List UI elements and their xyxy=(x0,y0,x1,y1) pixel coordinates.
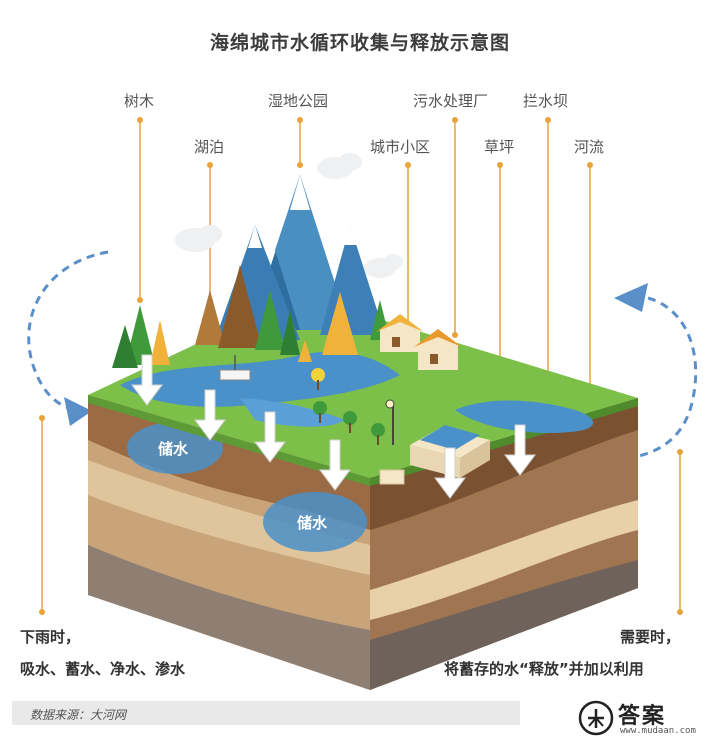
label-sewage-plant: 污水处理厂 xyxy=(413,92,489,110)
label-dam: 拦水坝 xyxy=(523,92,569,110)
label-river: 河流 xyxy=(574,138,605,156)
storage-pocket-2 xyxy=(263,492,367,552)
watermark-logo-icon xyxy=(578,700,614,736)
label-lake: 湖泊 xyxy=(194,138,225,156)
right-caption-line1: 需要时， xyxy=(620,628,681,646)
soil-right-sand xyxy=(370,500,638,620)
watermark: 答案 www.mudaan.com xyxy=(574,696,714,740)
infiltration-arrows xyxy=(131,354,536,499)
left-arrowhead xyxy=(64,397,92,426)
storage-label-1: 储水 xyxy=(158,440,189,458)
storage-label-2: 储水 xyxy=(297,514,328,532)
park-features xyxy=(219,355,395,445)
clouds xyxy=(175,153,403,278)
label-trees: 树木 xyxy=(124,92,155,110)
label-wetland-park: 湿地公园 xyxy=(268,92,329,110)
watermark-url: www.mudaan.com xyxy=(620,726,696,736)
right-caption-line2: 将蓄存的水“释放”并加以利用 xyxy=(444,660,644,678)
soil-right-rock xyxy=(370,560,638,690)
label-community: 城市小区 xyxy=(370,138,431,156)
source-bar: 数据来源：大河网 xyxy=(12,701,520,725)
source-text: 数据来源：大河网 xyxy=(30,708,127,722)
left-caption-line2: 吸水、蓄水、净水、渗水 xyxy=(20,660,186,678)
houses xyxy=(376,314,462,370)
right-cycle-arrow xyxy=(609,296,698,462)
label-lawn: 草坪 xyxy=(484,138,515,156)
trees xyxy=(112,265,390,368)
watermark-name: 答案 xyxy=(618,704,667,729)
left-cycle-arrow xyxy=(27,250,109,412)
soil-rock-layer xyxy=(88,545,370,690)
right-arrowhead xyxy=(614,283,648,312)
left-caption-line1: 下雨时， xyxy=(20,628,81,646)
river-water xyxy=(455,400,594,434)
lake-water xyxy=(120,351,400,407)
leader-lines xyxy=(41,120,681,612)
diagram-title: 海绵城市水循环收集与释放示意图 xyxy=(209,32,510,54)
